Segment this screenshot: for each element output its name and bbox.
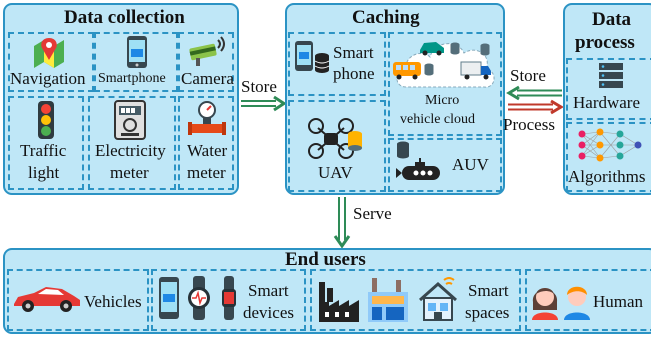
server-icon	[599, 63, 623, 88]
database-icon	[348, 131, 362, 151]
database-icon	[314, 53, 330, 73]
car-icon	[420, 42, 444, 56]
water-meter-icon	[188, 101, 226, 135]
traffic-light-icon	[38, 101, 54, 139]
store-arrow-right-label: Store	[510, 66, 546, 85]
data-collection-title: Data collection	[64, 7, 185, 28]
auv-label: AUV	[452, 155, 489, 174]
smart-devices-cell	[151, 269, 306, 331]
smart-spaces-label-line2: spaces	[465, 303, 510, 322]
cache-smartphone-cell	[288, 32, 386, 96]
micro-cloud-label-line1: Micro	[425, 93, 460, 108]
cache-smart-phone-label-line1: Smart	[333, 43, 374, 62]
electricity-meter-label-line1: Electricity	[95, 141, 166, 160]
database-icon	[450, 42, 460, 55]
database-icon	[424, 63, 434, 76]
factory-icon	[319, 282, 359, 322]
store-arrow-left	[241, 95, 287, 112]
uav-label: UAV	[318, 163, 353, 182]
drone-icon	[308, 118, 354, 159]
sports-car-icon	[14, 287, 80, 312]
database-icon	[397, 141, 409, 159]
smart-devices-label-line2: devices	[243, 303, 294, 322]
smart-spaces-cell	[310, 269, 521, 331]
serve-arrow-label: Serve	[353, 204, 392, 223]
navigation-cell	[8, 32, 94, 92]
store-arrow-left-label: Store	[241, 77, 277, 96]
man-icon	[564, 286, 590, 320]
human-label: Human	[593, 292, 644, 311]
bus-icon	[393, 62, 421, 80]
smartphone-icon	[159, 277, 179, 319]
neural-network-icon	[578, 128, 642, 162]
electricity-meter-cell	[88, 96, 176, 190]
data-process-panel	[563, 3, 651, 195]
store-arrow-right	[506, 85, 562, 101]
hardware-cell	[566, 58, 651, 120]
process-arrow-label: Process	[503, 115, 555, 134]
smart-home-icon	[419, 277, 457, 321]
woman-icon	[532, 288, 558, 320]
hardware-label: Hardware	[573, 93, 641, 112]
serve-arrow	[333, 197, 351, 249]
electricity-meter-label-line2: meter	[110, 163, 149, 182]
smartphone-label: Smartphone	[98, 71, 166, 86]
water-meter-cell	[178, 96, 234, 190]
vehicles-label: Vehicles	[84, 292, 142, 311]
caching-panel	[285, 3, 505, 195]
smartphone-icon	[295, 41, 313, 71]
process-arrow	[508, 99, 564, 115]
water-meter-label-line1: Water	[187, 141, 228, 160]
water-meter-label-line2: meter	[187, 163, 226, 182]
traffic-light-cell	[8, 96, 84, 190]
traffic-light-label-line1: Traffic	[20, 141, 67, 160]
smartwatch-icon	[222, 276, 236, 320]
cache-smart-phone-label-line2: phone	[333, 64, 375, 83]
cache-uav-cell	[288, 100, 386, 192]
camera-label: Camera	[181, 69, 234, 88]
micro-cloud-cell	[388, 32, 502, 136]
human-cell	[525, 269, 651, 331]
micro-cloud-label-line2: vehicle cloud	[400, 112, 476, 127]
map-pin-icon	[34, 38, 64, 68]
smartphone-cell	[94, 32, 178, 92]
algorithms-label: Algorithms	[568, 167, 646, 186]
smart-spaces-label-line1: Smart	[468, 281, 509, 300]
cache-auv-cell	[388, 138, 502, 192]
end-users-title: End users	[285, 249, 366, 270]
navigation-label: Navigation	[10, 69, 86, 88]
smart-devices-label-line1: Smart	[248, 281, 289, 300]
vehicles-cell	[7, 269, 149, 331]
truck-icon	[460, 61, 491, 80]
data-collection-panel	[3, 3, 239, 195]
algorithms-cell	[566, 122, 651, 192]
security-camera-icon	[189, 36, 225, 66]
database-icon	[480, 43, 490, 56]
camera-cell	[178, 32, 234, 92]
submarine-icon	[396, 158, 440, 180]
data-process-title-line1: Data	[592, 9, 632, 30]
data-process-title-line2: process	[575, 32, 635, 53]
smartwatch-icon	[188, 276, 210, 320]
traffic-light-label-line2: light	[28, 163, 60, 182]
caching-title: Caching	[352, 7, 420, 28]
electricity-meter-icon	[114, 100, 146, 140]
smartphone-icon	[127, 36, 147, 68]
factory-icon	[368, 278, 408, 322]
